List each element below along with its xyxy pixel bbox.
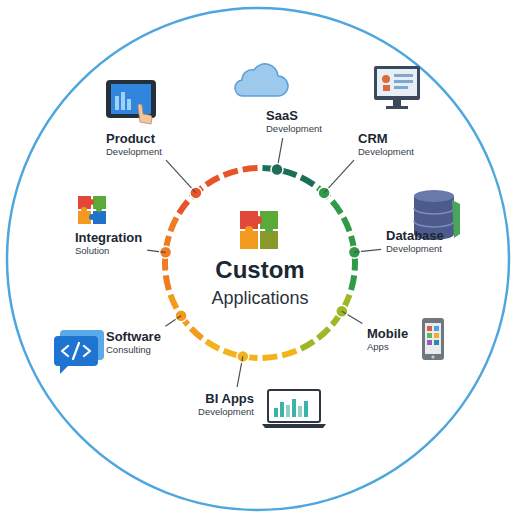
item-title: Product [106,131,162,146]
ring-segment [224,351,238,356]
ring-segment [243,168,258,170]
item-title: Mobile [367,326,408,341]
leader-stub [342,311,346,314]
leader-line [166,160,193,189]
item-title: SaaS [266,108,322,123]
ring-segment [301,177,314,184]
service-item: MobileApps [365,325,410,353]
ring-segment [170,295,176,309]
leader-line [237,361,242,387]
puzzle-piece [260,231,278,249]
ring-segment [179,201,188,213]
ring-dot [348,246,360,258]
tablet-icon [106,80,156,124]
item-title: Database [386,228,444,243]
center-subtitle: Applications [160,287,360,309]
service-item: ProductDevelopment [104,130,164,158]
leader-line [328,160,355,189]
service-item: BI AppsDevelopment [196,390,256,418]
item-subtitle: Solution [75,245,142,256]
leader-stub [241,356,243,361]
ring-segment [301,341,314,348]
service-item: IntegrationSolution [73,229,144,257]
ring-dot [160,246,172,258]
code-bubble-icon [54,330,104,374]
item-subtitle: Development [266,123,322,134]
puzzle-knob [254,216,262,224]
ring-segment [343,218,349,232]
leader-stub [276,165,278,170]
item-title: Integration [75,230,142,245]
ring-dot [336,305,348,317]
leader-line [359,249,381,251]
leader-line [346,314,362,324]
item-title: CRM [358,131,414,146]
leader-line [147,250,160,252]
ring-segment [318,328,329,338]
ring-segment [166,275,169,290]
item-subtitle: Consulting [106,344,161,355]
laptop-icon [262,390,326,428]
leader-stub [354,251,359,253]
leader-line [165,319,177,327]
ring-segment [170,218,176,232]
item-title: Software [106,329,161,344]
phone-icon [422,318,444,360]
ring-segment [191,328,202,338]
ring-segment [262,356,277,358]
outer-circle [7,8,509,510]
leader-stub [324,189,327,193]
puzzle-knob [265,225,273,233]
monitor-icon [374,66,420,109]
ring-segment [224,171,238,176]
service-item: SoftwareConsulting [104,328,163,356]
item-subtitle: Development [198,406,254,417]
ring-segment [351,275,354,290]
item-subtitle: Development [386,243,444,254]
ring-segment [206,341,219,348]
item-subtitle: Apps [367,341,408,352]
leader-stub [161,251,166,253]
center-title: Custom [160,256,360,284]
service-item: CRMDevelopment [356,130,416,158]
ring-segment [282,171,296,176]
puzzle-icon [78,196,106,224]
cloud-icon [235,64,288,96]
ring-dot [175,310,187,322]
ring-segment [282,351,296,356]
service-item: SaaSDevelopment [264,107,324,135]
service-item: DatabaseDevelopment [384,227,446,255]
leader-stub [193,189,196,193]
ring-dot [271,164,283,176]
ring-dot [318,187,330,199]
item-subtitle: Development [106,146,162,157]
leader-line [278,138,283,165]
ring-segment [332,201,341,213]
ring-dot [237,350,249,362]
item-title: BI Apps [198,391,254,406]
puzzle-knob [245,226,253,234]
item-subtitle: Development [358,146,414,157]
ring-dot [190,187,202,199]
leader-stub [177,316,181,319]
ring-segment [206,177,219,184]
